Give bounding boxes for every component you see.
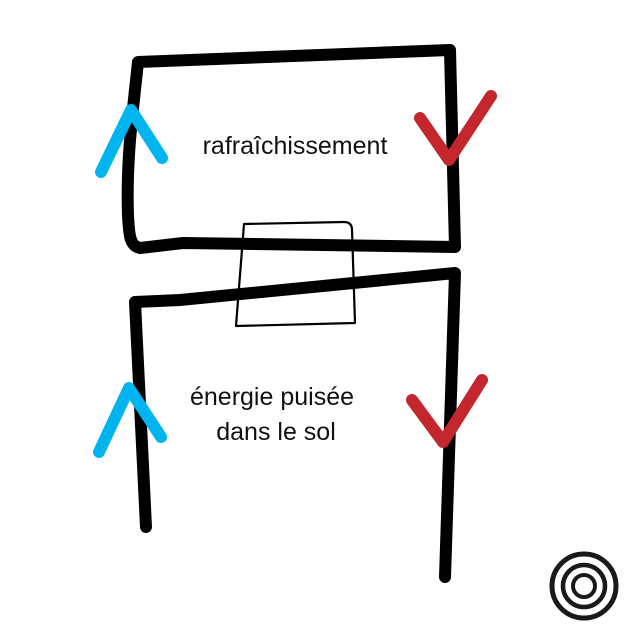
- bottom-loop-label-line2: dans le sol: [216, 418, 336, 446]
- concentric-circles-logo-icon: [549, 551, 619, 621]
- chevron-up-icon: [95, 104, 168, 178]
- top-loop-label: rafraîchissement: [203, 132, 388, 160]
- chevron-up-icon: [93, 382, 167, 458]
- bottom-loop-pipe: [129, 267, 461, 583]
- bottom-loop-label-line1: énergie puisée: [190, 383, 354, 411]
- chevron-down-icon: [414, 90, 497, 166]
- chevron-down-icon: [406, 374, 488, 448]
- heat-exchanger: [234, 220, 357, 328]
- top-loop-pipe: [121, 44, 461, 254]
